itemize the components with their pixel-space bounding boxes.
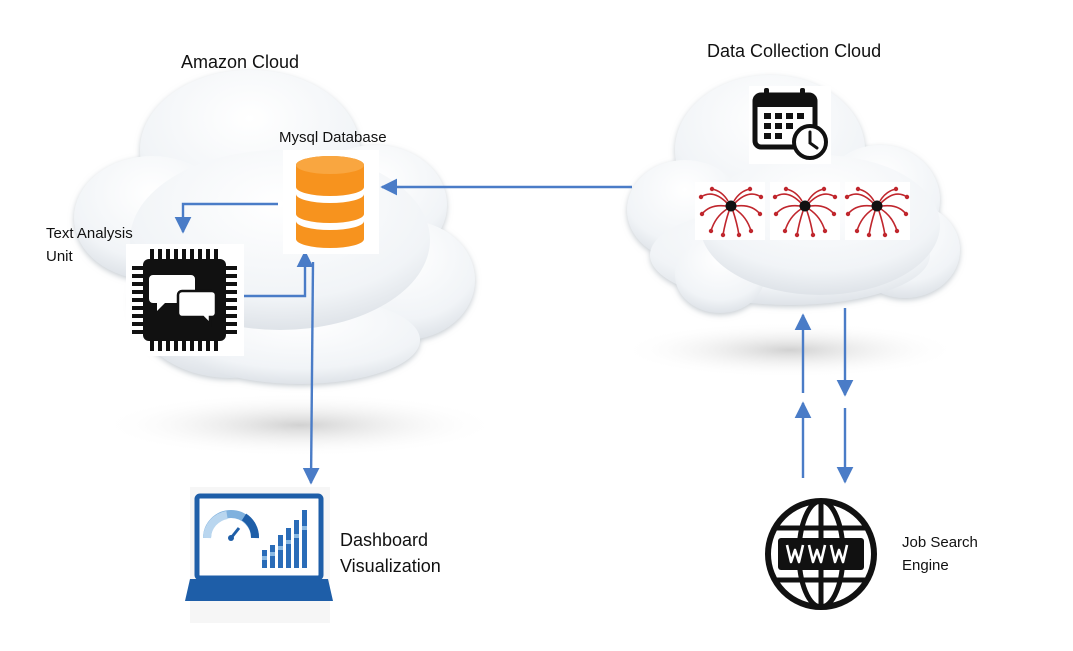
dashboard-label-line1: Dashboard — [340, 530, 429, 550]
connectors — [174, 178, 854, 485]
calendar-clock-icon — [749, 86, 831, 164]
laptop-dashboard-icon — [185, 487, 333, 623]
spider-icon — [844, 186, 910, 238]
arrow-database-to-dashboard — [302, 261, 320, 485]
arrow-database-to-text-analysis — [174, 202, 278, 234]
search-engine-label-line2: Engine — [902, 557, 949, 574]
spiders-group — [698, 186, 910, 238]
text-analysis-label-line2: Unit — [46, 248, 73, 265]
dashboard-label-line2: Visualization — [340, 556, 441, 576]
text-analysis-label-line1: Text Analysis — [46, 225, 133, 242]
database-icon — [283, 150, 379, 254]
spider-icon — [698, 186, 764, 238]
database-label: Mysql Database — [279, 129, 387, 146]
www-globe-icon — [765, 498, 877, 610]
amazon-cloud-label: Amazon Cloud — [181, 52, 300, 72]
data-collection-cloud-label: Data Collection Cloud — [707, 41, 882, 61]
spider-icon — [772, 186, 838, 238]
chip-chat-icon — [126, 244, 244, 356]
arrow-text-analysis-to-database — [244, 250, 314, 298]
search-engine-label-line1: Job Search — [902, 534, 978, 551]
